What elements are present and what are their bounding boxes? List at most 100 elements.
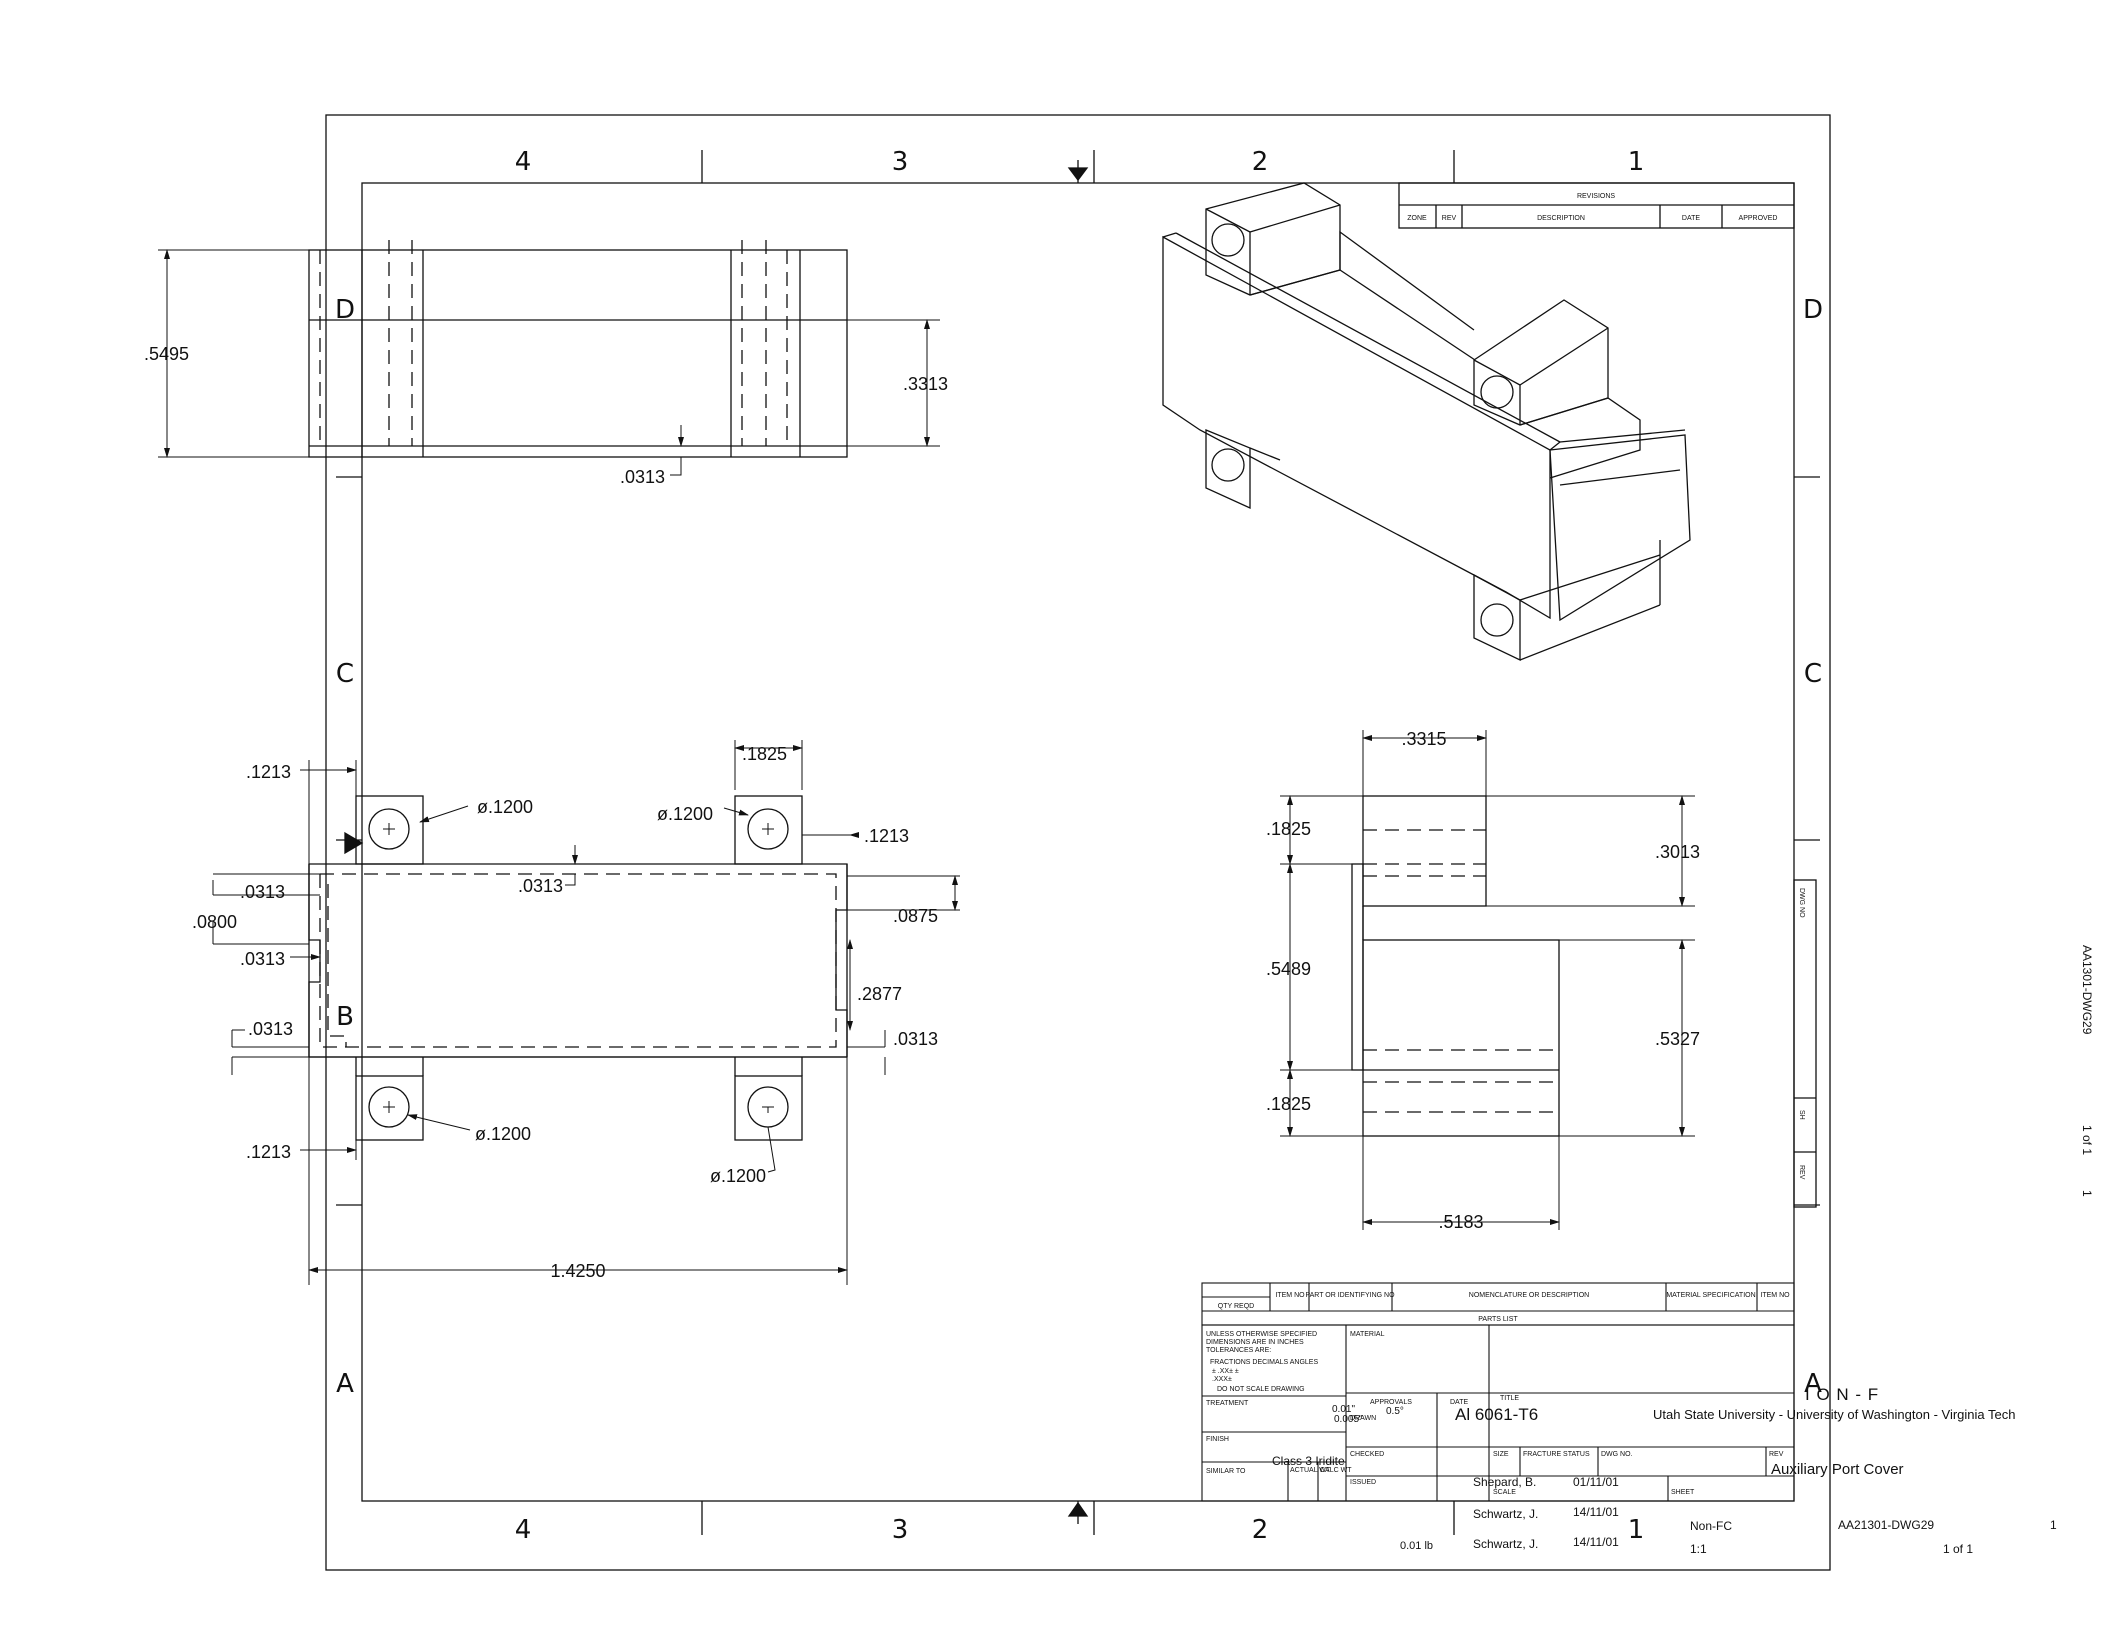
parts-col-part: PART OR IDENTIFYING NO [1305, 1292, 1395, 1299]
scale-value: 1:1 [1690, 1542, 1707, 1556]
zone-row-a-right: A [1804, 1369, 1822, 1399]
center-arrows [344, 160, 1089, 1524]
issued-date: 14/11/01 [1573, 1535, 1619, 1549]
side-strip-text: DWG NO SH REV AA1301-DWG29 1 of 1 1 [1798, 888, 2094, 1197]
parts-col-nomenclature: NOMENCLATURE OR DESCRIPTION [1469, 1292, 1589, 1299]
side-view [1351, 795, 1560, 1137]
dim-front-height: .5495 [144, 344, 189, 364]
rev-col-zone: ZONE [1407, 215, 1427, 222]
treatment-label: TREATMENT [1206, 1400, 1249, 1407]
strip-dwg-no: AA1301-DWG29 [2080, 945, 2094, 1035]
approvals-label: APPROVALS [1370, 1399, 1412, 1406]
dim-right-offset: .1213 [864, 826, 909, 846]
zone-col-2-bottom: 2 [1252, 1515, 1269, 1545]
revisions-text: REVISIONS ZONE REV DESCRIPTION DATE APPR… [1407, 193, 1777, 222]
fracture-label: FRACTURE STATUS [1523, 1451, 1590, 1458]
issued-label: ISSUED [1350, 1479, 1376, 1486]
dim-side-upper: .3013 [1655, 842, 1700, 862]
zone-col-3-top: 3 [892, 147, 909, 177]
isometric-view [1162, 182, 1691, 662]
tol-note-1: UNLESS OTHERWISE SPECIFIED [1206, 1331, 1317, 1338]
dim-inner-height: .2877 [857, 984, 902, 1004]
weight-value: 0.01 lb [1400, 1540, 1433, 1552]
dim-side-base-width: .5183 [1438, 1212, 1483, 1232]
dim-hole-tr: ø.1200 [657, 804, 713, 824]
tol-note-6: .XXX± [1212, 1376, 1232, 1383]
tol-note-4: FRACTIONS DECIMALS ANGLES [1210, 1359, 1318, 1366]
dim-front-inner-height: .3313 [903, 374, 948, 394]
similar-label: SIMILAR TO [1206, 1468, 1246, 1475]
tol-note-2: DIMENSIONS ARE IN INCHES [1206, 1339, 1304, 1346]
zone-labels: 4 3 2 1 4 3 2 1 D C B A D C A [335, 147, 1823, 1545]
rev-col-rev: REV [1442, 215, 1457, 222]
material-value: Al 6061-T6 [1455, 1405, 1538, 1424]
front-dim-text: .5495 .3313 .0313 [144, 344, 948, 487]
title-block-text: UNLESS OTHERWISE SPECIFIED DIMENSIONS AR… [1206, 1331, 2057, 1556]
calc-wt-label: CALC WT [1320, 1467, 1352, 1474]
rev-col-approved: APPROVED [1739, 215, 1778, 222]
drawn-label: DRAWN [1350, 1415, 1376, 1422]
rev-label: REV [1769, 1451, 1784, 1458]
issued-name: Schwartz, J. [1473, 1537, 1538, 1551]
tol-decimal-value: 0.01" [1332, 1404, 1355, 1415]
dim-side-bottom-tab: .1825 [1266, 1094, 1311, 1114]
sheet-value: 1 of 1 [1943, 1542, 1973, 1556]
dim-right-wall: .0313 [893, 1029, 938, 1049]
zone-col-4-top: 4 [515, 147, 532, 177]
tol-note-7: DO NOT SCALE DRAWING [1217, 1386, 1305, 1393]
parts-list-text: QTY REQD ITEM NO PART OR IDENTIFYING NO … [1218, 1292, 1790, 1323]
tol-note-3: TOLERANCES ARE: [1206, 1347, 1271, 1354]
dim-side-body: .5489 [1266, 959, 1311, 979]
dim-hole-spacing: .1825 [742, 744, 787, 764]
zone-col-1-top: 1 [1628, 147, 1645, 177]
strip-rev: 1 [2080, 1190, 2094, 1197]
parts-col-qty: QTY REQD [1218, 1303, 1254, 1310]
strip-sheet: 1 of 1 [2080, 1125, 2094, 1155]
date-label: DATE [1450, 1399, 1468, 1406]
title-block [1201, 1324, 1795, 1502]
dim-left-wall-3: .0313 [248, 1019, 293, 1039]
tol-decimal3-value: 0.005" [1334, 1414, 1363, 1425]
top-view-dims [212, 740, 960, 1285]
revisions-title: REVISIONS [1577, 193, 1615, 200]
zone-row-d-right: D [1803, 295, 1823, 325]
dim-overall-width: 1.4250 [550, 1261, 605, 1281]
checked-name: Schwartz, J. [1473, 1507, 1538, 1521]
parts-col-material: MATERIAL SPECIFICATION [1666, 1292, 1755, 1299]
dim-side-top-tab: .1825 [1266, 819, 1311, 839]
tol-angle-value: 0.5° [1386, 1406, 1404, 1417]
dwg-no-value: AA21301-DWG29 [1838, 1518, 1934, 1532]
rev-value: 1 [2050, 1518, 2057, 1532]
drawn-date: 01/11/01 [1573, 1475, 1619, 1489]
actual-wt-label: ACTUAL WT [1290, 1467, 1331, 1474]
strip-dwg-label: DWG NO [1798, 888, 1805, 918]
front-view [308, 240, 848, 458]
parts-col-item-no: ITEM NO [1760, 1292, 1790, 1299]
zone-col-1-bottom: 1 [1628, 1515, 1645, 1545]
zone-col-2-top: 2 [1252, 147, 1269, 177]
tol-note-5: ± .XX± ± [1212, 1368, 1239, 1375]
dwg-no-label: DWG NO. [1601, 1451, 1633, 1458]
scale-label: SCALE [1493, 1489, 1516, 1496]
title-label: TITLE [1500, 1395, 1519, 1402]
finish-value: Class 3 Iridite [1272, 1454, 1345, 1468]
dim-side-width: .3315 [1401, 729, 1446, 749]
zone-row-c-right: C [1804, 659, 1822, 689]
zone-row-d-left: D [335, 295, 355, 325]
drawing-title: Auxiliary Port Cover [1771, 1461, 1904, 1478]
size-label: SIZE [1493, 1451, 1509, 1458]
fracture-value: Non-FC [1690, 1519, 1732, 1533]
checked-label: CHECKED [1350, 1451, 1384, 1458]
dim-left-wall-1: .0313 [240, 882, 285, 902]
rev-col-date: DATE [1682, 215, 1700, 222]
parts-col-item: ITEM NO [1275, 1292, 1305, 1299]
zone-row-b-left: B [336, 1002, 354, 1032]
zone-row-c-left: C [336, 659, 354, 689]
inner-border [361, 182, 1795, 1502]
sheet-label: SHEET [1671, 1489, 1695, 1496]
dim-hole-tl: ø.1200 [477, 797, 533, 817]
dim-left-wall-2: .0313 [240, 949, 285, 969]
strip-sh-label: SH [1798, 1110, 1805, 1120]
rev-col-description: DESCRIPTION [1537, 215, 1585, 222]
dim-hole-bl: ø.1200 [475, 1124, 531, 1144]
